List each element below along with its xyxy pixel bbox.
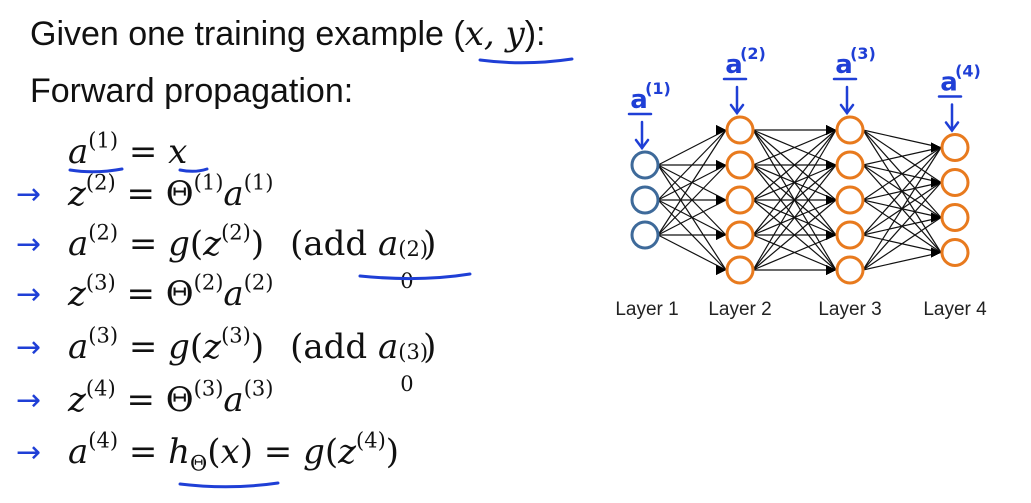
neuron-layer-1: [630, 220, 660, 250]
layer-label-4: Layer 4: [923, 299, 987, 320]
layer-label-1: Layer 1: [615, 299, 678, 320]
blue-hand-drawn-arrow-icon: →: [16, 435, 42, 470]
equation-2: z(2) = Θ(1)a(1): [68, 170, 274, 214]
network-edge-arrowhead: [716, 230, 726, 240]
neuron-layer-2: [725, 185, 755, 215]
blue-hand-drawn-arrow-icon: →: [16, 330, 42, 365]
underline-x: [178, 167, 209, 173]
network-edge: [657, 164, 727, 236]
network-edge: [862, 147, 942, 236]
network-edge: [862, 147, 942, 201]
network-edge: [657, 199, 727, 236]
network-edge: [657, 129, 727, 236]
network-edge: [752, 129, 837, 166]
network-edge: [862, 251, 942, 271]
neuron-layer-3: [835, 220, 865, 250]
network-edge: [752, 234, 837, 271]
neuron-layer-3: [835, 185, 865, 215]
heading-line-2: Forward propagation:: [30, 72, 354, 110]
network-edge-arrowhead: [826, 230, 836, 240]
network-edge-arrowhead: [716, 195, 726, 205]
equation-3: a(2) = g(z(2))(add a(2)0 ): [68, 220, 437, 293]
activation-annotation-2: a: [725, 50, 743, 80]
annotation-arrowhead-icon: [944, 121, 960, 133]
network-edge-arrowhead: [826, 195, 836, 205]
neuron-layer-1: [630, 185, 660, 215]
network-edge: [752, 164, 837, 271]
activation-annotation-1: a: [630, 85, 648, 115]
underline-xy: [478, 57, 574, 65]
network-edge-arrowhead: [716, 160, 726, 170]
blue-hand-drawn-arrow-icon: →: [16, 227, 42, 262]
note-add-a2: (add a(2)0 ): [290, 224, 437, 293]
equation-5: a(3) = g(z(3))(add a(3)0 ): [68, 323, 437, 396]
network-edge-arrowhead: [716, 265, 726, 275]
network-edge: [657, 129, 727, 201]
equation-7: a(4) = hΘ(x) = g(z(4)): [68, 428, 400, 476]
neuron-layer-3: [835, 115, 865, 145]
network-edge-arrowhead: [716, 125, 726, 135]
neuron-layer-4: [940, 238, 970, 267]
network-edge: [752, 129, 837, 271]
heading-end: ):: [524, 15, 546, 53]
blue-hand-drawn-arrow-icon: →: [16, 177, 42, 212]
neuron-layer-1: [630, 150, 660, 180]
neuron-layer-4: [940, 168, 970, 197]
neuron-layer-2: [725, 220, 755, 250]
neuron-layer-3: [835, 150, 865, 180]
heading-text: Given one training example (: [30, 15, 465, 53]
network-edge: [752, 129, 837, 201]
activation-annotation-sup-3: (3): [850, 44, 876, 63]
network-edge-arrowhead: [826, 160, 836, 170]
blue-hand-drawn-arrow-icon: →: [16, 277, 42, 312]
annotation-arrowhead-icon: [729, 103, 745, 116]
annotation-arrowhead-icon: [634, 138, 650, 151]
note-add-a3: (add a(3)0 ): [290, 327, 437, 396]
underline-htheta: [178, 481, 280, 489]
underline-add-a2: [358, 272, 472, 281]
neuron-layer-3: [835, 255, 865, 285]
equation-6: z(4) = Θ(3)a(3): [68, 376, 274, 420]
neuron-layer-4: [940, 203, 970, 232]
activation-annotation-sup-1: (1): [645, 79, 671, 98]
network-edge: [752, 129, 837, 236]
underline-a1: [68, 167, 124, 174]
network-edge: [752, 199, 837, 271]
network-edge: [657, 129, 727, 166]
layer-label-2: Layer 2: [708, 299, 771, 320]
network-edge-arrowhead: [931, 142, 941, 153]
activation-annotation-sup-2: (2): [740, 44, 766, 63]
activation-annotation-3: a: [835, 50, 853, 80]
network-edge: [862, 146, 942, 166]
activation-annotation-4: a: [940, 68, 958, 98]
layer-label-3: Layer 3: [818, 299, 881, 320]
network-edge-arrowhead: [931, 177, 941, 188]
network-edge: [862, 182, 942, 271]
heading-line-1: Given one training example (x, y):: [30, 14, 545, 54]
blue-hand-drawn-arrow-icon: →: [16, 383, 42, 418]
network-edge: [657, 234, 727, 271]
neuron-layer-2: [725, 150, 755, 180]
heading-math-xy: x, y: [464, 14, 525, 54]
network-edge: [862, 129, 942, 149]
neuron-layer-4: [940, 133, 970, 162]
equation-4: z(3) = Θ(2)a(2): [68, 270, 274, 314]
annotation-arrowhead-icon: [839, 103, 855, 116]
network-edge-arrowhead: [826, 125, 836, 135]
equation-1: a(1) = x: [68, 128, 188, 172]
activation-annotation-sup-4: (4): [955, 62, 981, 81]
neuron-layer-2: [725, 115, 755, 145]
network-edge: [862, 147, 942, 271]
neuron-layer-2: [725, 255, 755, 285]
network-edge: [862, 217, 942, 271]
network-edge-arrowhead: [826, 265, 836, 275]
network-edge-arrowhead: [931, 212, 941, 223]
network-edge-arrowhead: [931, 247, 941, 258]
